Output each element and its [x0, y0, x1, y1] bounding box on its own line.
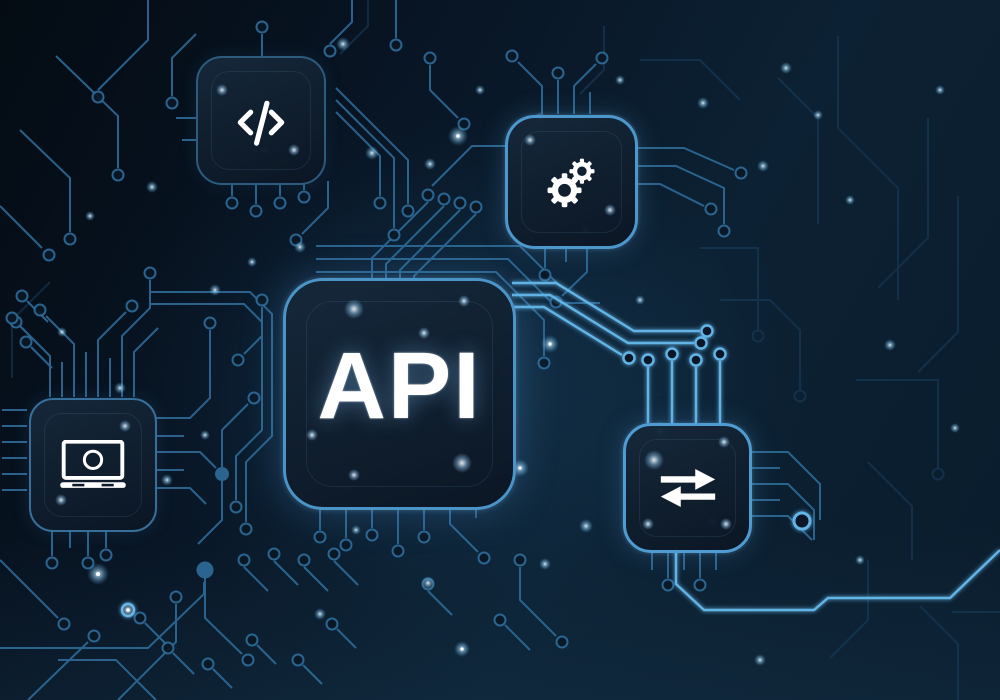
- transfer-arrows-icon: [660, 468, 715, 508]
- glow-speck: [524, 134, 536, 146]
- glow-speck: [348, 469, 360, 481]
- code-icon: [237, 100, 285, 146]
- trace-group-dim: [11, 0, 1000, 700]
- glow-speck: [642, 518, 654, 530]
- gears-node: [505, 115, 638, 249]
- glow-speck: [452, 453, 472, 473]
- laptop-node: [29, 398, 157, 532]
- glow-speck: [119, 420, 131, 432]
- code-node: [196, 56, 326, 185]
- via-rings-mid: [5, 20, 748, 671]
- api-chip-node: API: [283, 278, 516, 510]
- api-title: API: [317, 332, 482, 439]
- laptop-icon: [60, 440, 126, 488]
- glow-speck: [720, 518, 732, 530]
- glow-speck: [604, 204, 616, 216]
- trace-group-mid: [0, 0, 821, 700]
- glow-speck: [55, 494, 67, 506]
- gears-icon: [547, 158, 595, 208]
- glow-speck: [458, 295, 470, 307]
- glow-speck: [216, 84, 228, 96]
- glow-speck: [344, 299, 364, 319]
- glow-speck: [718, 436, 730, 448]
- data-exchange-node: [623, 423, 752, 553]
